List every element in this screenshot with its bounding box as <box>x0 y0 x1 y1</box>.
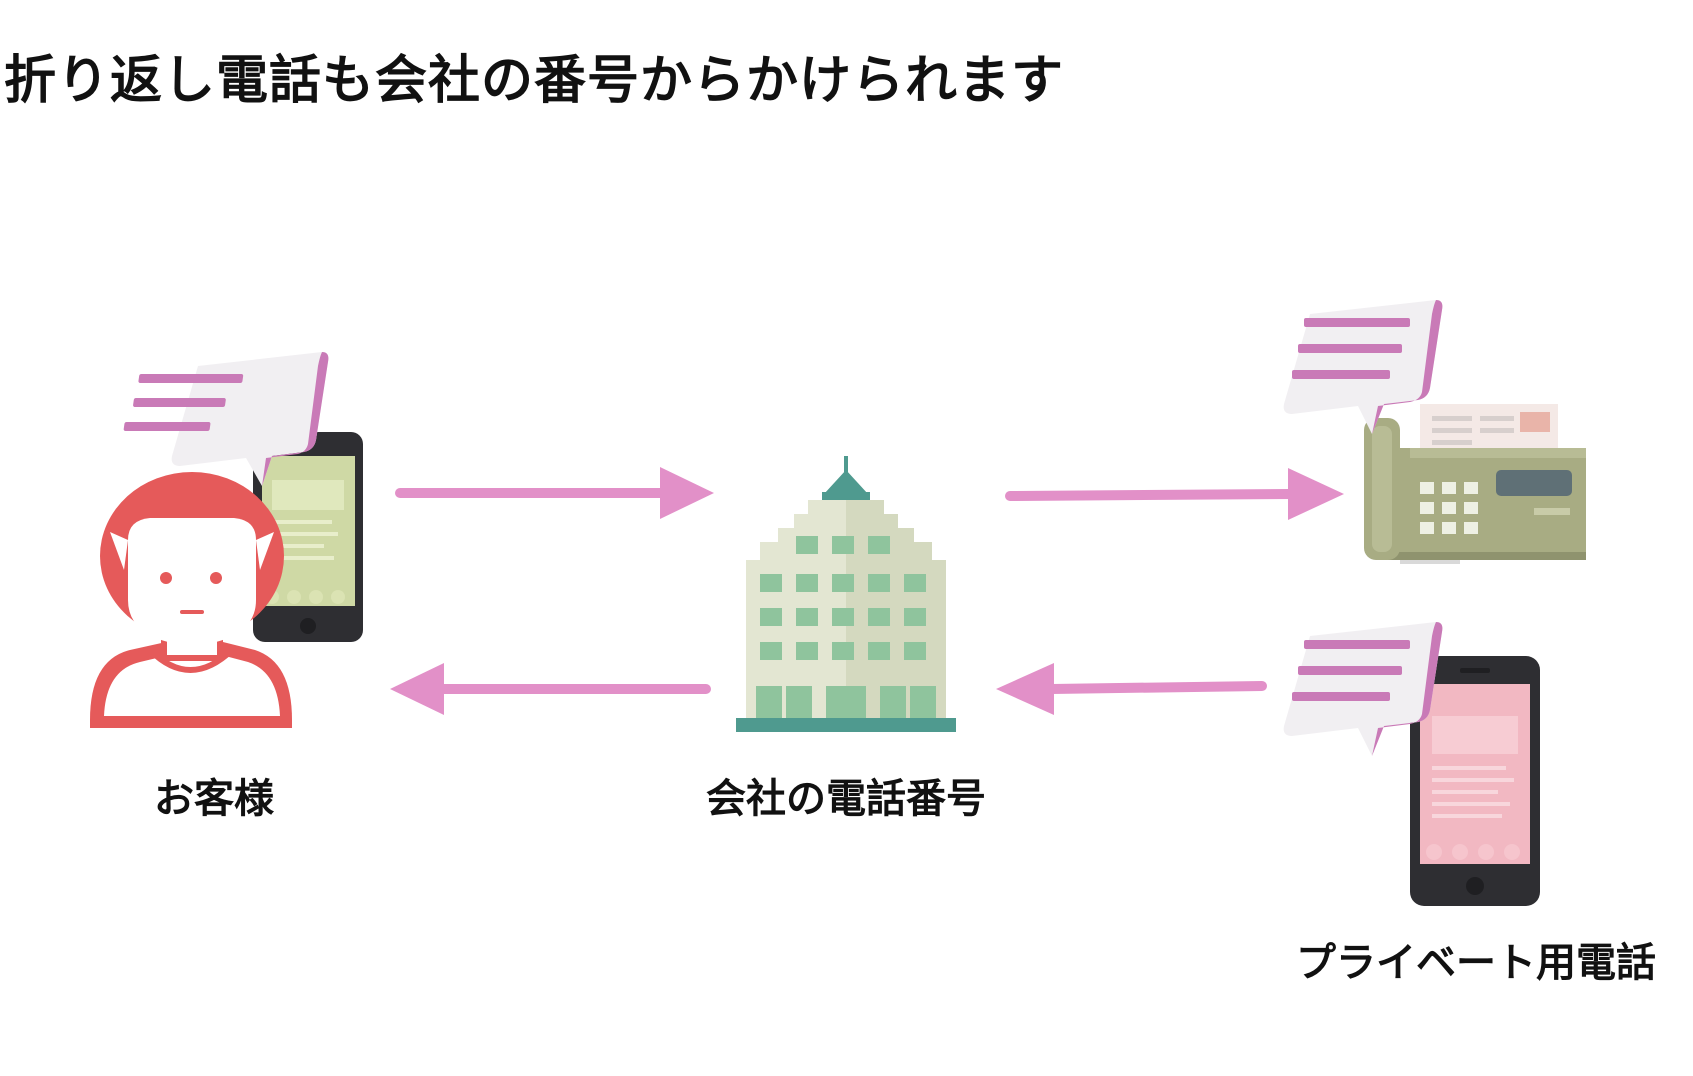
fax-speech-bubble-icon <box>1283 300 1443 434</box>
company-phone-label: 会社の電話番号 <box>706 776 986 822</box>
customer-speech-bubble-icon <box>123 352 329 486</box>
private-phone-label: プライベート用電話 <box>1296 940 1656 986</box>
private-smartphone-icon <box>1410 656 1540 906</box>
fax-machine-icon <box>1364 404 1586 564</box>
company-building-icon <box>736 456 956 732</box>
arrow-company-to-customer <box>390 663 711 715</box>
customer-label: お客様 <box>154 776 274 822</box>
arrow-customer-to-company <box>395 467 714 519</box>
arrow-private-phone-to-company <box>996 663 1267 715</box>
private-phone-speech-bubble-icon <box>1283 622 1443 756</box>
page-title: 折り返し電話も会社の番号からかけられます <box>4 51 1065 111</box>
customer-avatar-icon <box>90 472 292 728</box>
arrow-company-to-fax <box>1005 468 1344 520</box>
